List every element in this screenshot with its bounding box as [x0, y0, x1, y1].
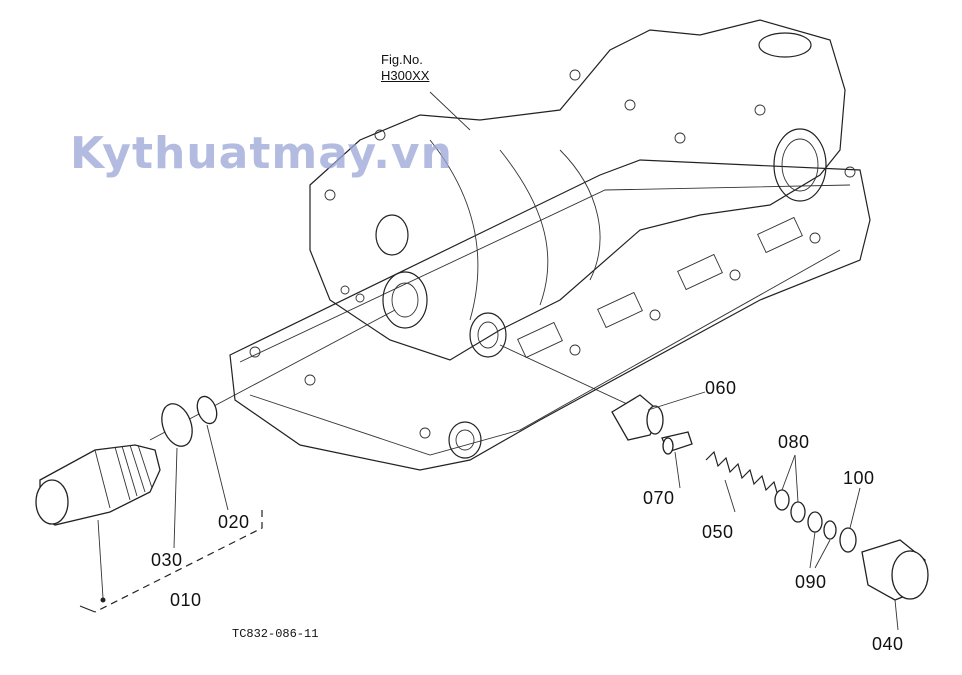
valve-seat-060: [611, 394, 664, 441]
o-ring-030: [161, 403, 193, 447]
watermark-text: Kythuatmay.vn: [70, 128, 453, 179]
axis-line-right: [499, 344, 641, 411]
axis-line-left: [149, 309, 396, 441]
washer-090-a: [807, 511, 823, 533]
relief-valve-body: [35, 444, 161, 526]
part-label-010: 010: [170, 590, 202, 610]
leader-dot: [100, 597, 106, 603]
drawing-code: TC832-086-11: [232, 627, 319, 641]
assembly-bracket-010: [79, 510, 263, 613]
hydraulic-housing: [229, 19, 871, 471]
spring-050: [705, 450, 785, 498]
o-ring-100: [839, 527, 857, 553]
part-label-070: 070: [643, 488, 675, 508]
leader-lines: [97, 391, 899, 631]
washer-080-b: [790, 501, 806, 523]
figure-label: Fig.No.: [381, 52, 423, 67]
poppet-070: [661, 431, 693, 455]
part-label-090: 090: [795, 572, 827, 592]
figure-leader: [429, 91, 471, 131]
part-label-020: 020: [218, 512, 250, 532]
o-ring-020: [196, 395, 218, 425]
part-label-040: 040: [872, 634, 904, 654]
part-label-030: 030: [151, 550, 183, 570]
washer-080-a: [774, 489, 790, 511]
figure-number: Fig.No. H300XX: [381, 52, 429, 84]
plug-040: [861, 539, 929, 601]
part-label-050: 050: [702, 522, 734, 542]
figure-id: H300XX: [381, 68, 430, 83]
part-label-080: 080: [778, 432, 810, 452]
part-label-060: 060: [705, 378, 737, 398]
washer-090-b: [823, 520, 837, 540]
part-label-100: 100: [843, 468, 875, 488]
